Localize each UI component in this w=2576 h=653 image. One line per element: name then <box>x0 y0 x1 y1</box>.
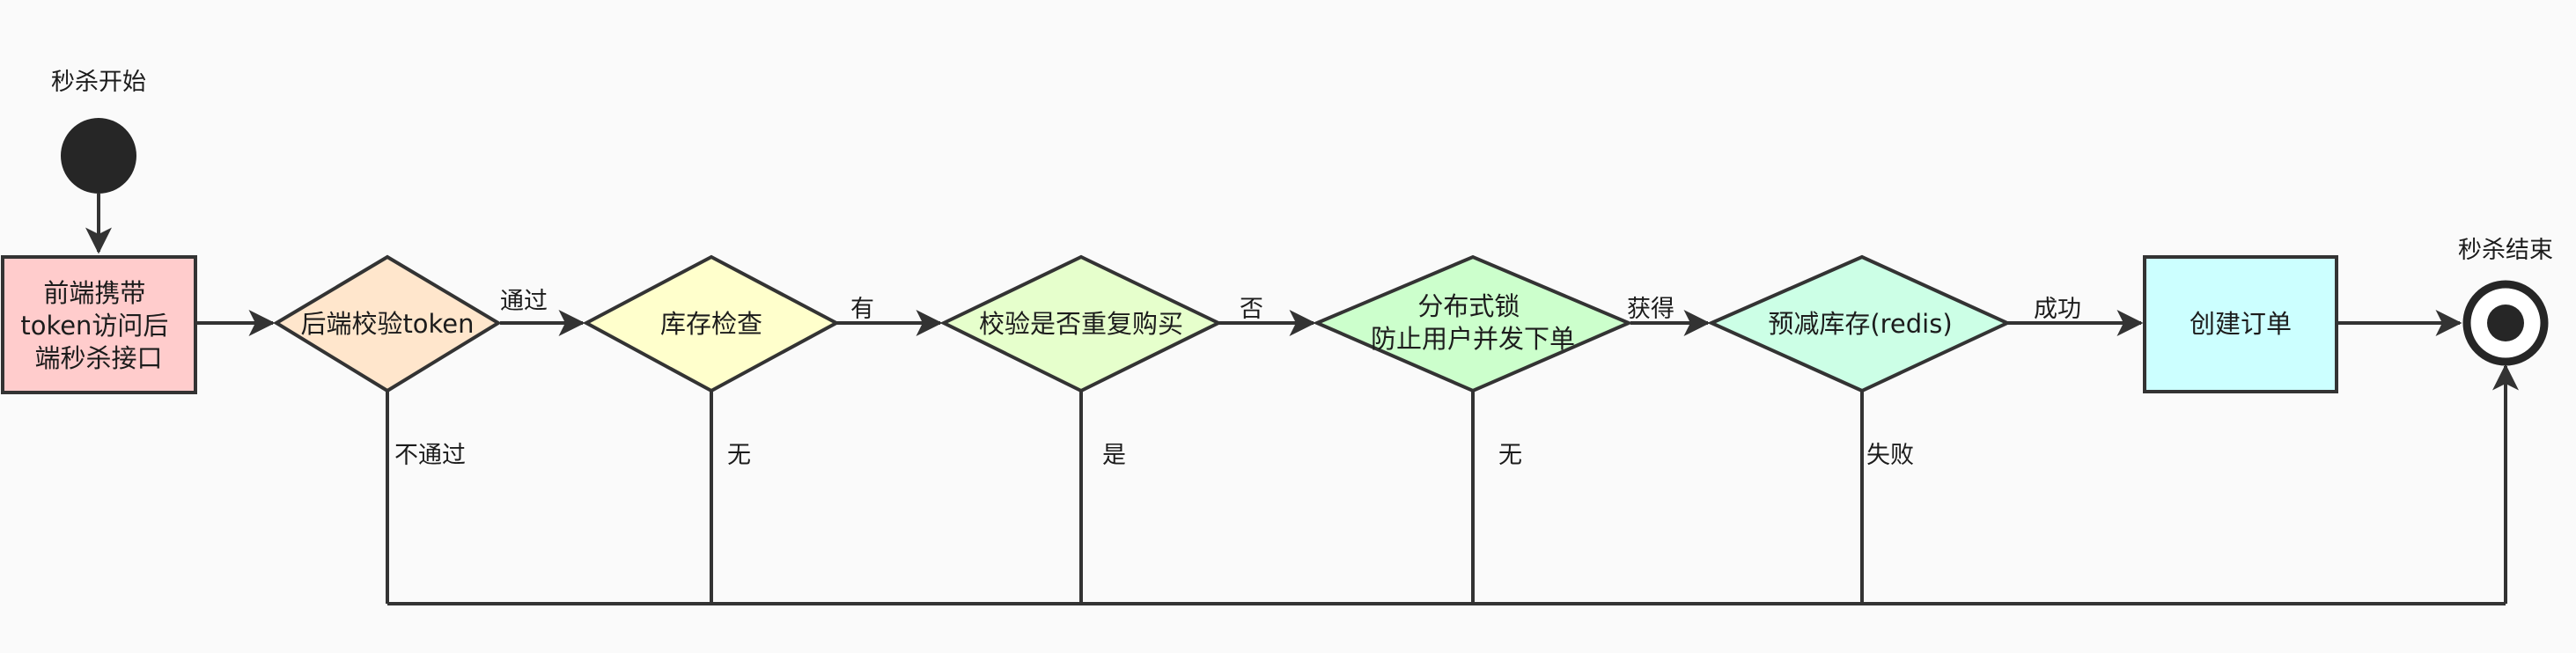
label-fail-deduct: 失败 <box>1866 442 1914 469</box>
stock-check-text: 库存检查 <box>660 309 762 339</box>
dup-purchase-decision <box>939 254 1223 393</box>
end-label: 秒杀结束 <box>2458 237 2553 264</box>
label-has: 有 <box>850 296 874 323</box>
start-label: 秒杀开始 <box>51 69 146 96</box>
entry-line-3: 端秒杀接口 <box>34 343 162 373</box>
label-acquired: 获得 <box>1627 296 1674 323</box>
dist-lock-line-1: 分布式锁 <box>1417 291 1520 321</box>
pre-deduct-decision <box>1707 254 2012 393</box>
label-none-lock: 无 <box>1498 442 1522 469</box>
dup-purchase-text: 校验是否重复购买 <box>979 309 1183 339</box>
label-none-stock: 无 <box>727 442 751 469</box>
end-node-core <box>2487 304 2524 341</box>
label-success: 成功 <box>2034 296 2081 323</box>
pre-deduct-text: 预减库存(redis) <box>1768 309 1952 339</box>
dist-lock-line-2: 防止用户并发下单 <box>1371 324 1575 354</box>
label-pass: 通过 <box>500 288 548 315</box>
verify-token-decision <box>273 254 502 393</box>
connectors <box>85 194 2519 605</box>
stock-check-decision <box>582 254 841 393</box>
label-yes-dup: 是 <box>1102 442 1126 469</box>
label-not-pass: 不通过 <box>394 442 466 469</box>
create-order-box <box>2143 255 2338 393</box>
entry-line-2: token访问后 <box>20 311 168 341</box>
dist-lock-text: 分布式锁 防止用户并发下单 <box>1371 291 1575 354</box>
dist-lock-decision <box>1312 254 1634 393</box>
entry-line-1: 前端携带 <box>43 278 145 308</box>
create-order-text: 创建订单 <box>2190 309 2292 339</box>
label-no: 否 <box>1240 296 1263 323</box>
start-node <box>61 118 136 194</box>
entry-process-text: 前端携带 token访问后 端秒杀接口 <box>20 278 176 373</box>
entry-process-box <box>1 255 197 394</box>
verify-token-text: 后端校验token <box>300 309 474 339</box>
